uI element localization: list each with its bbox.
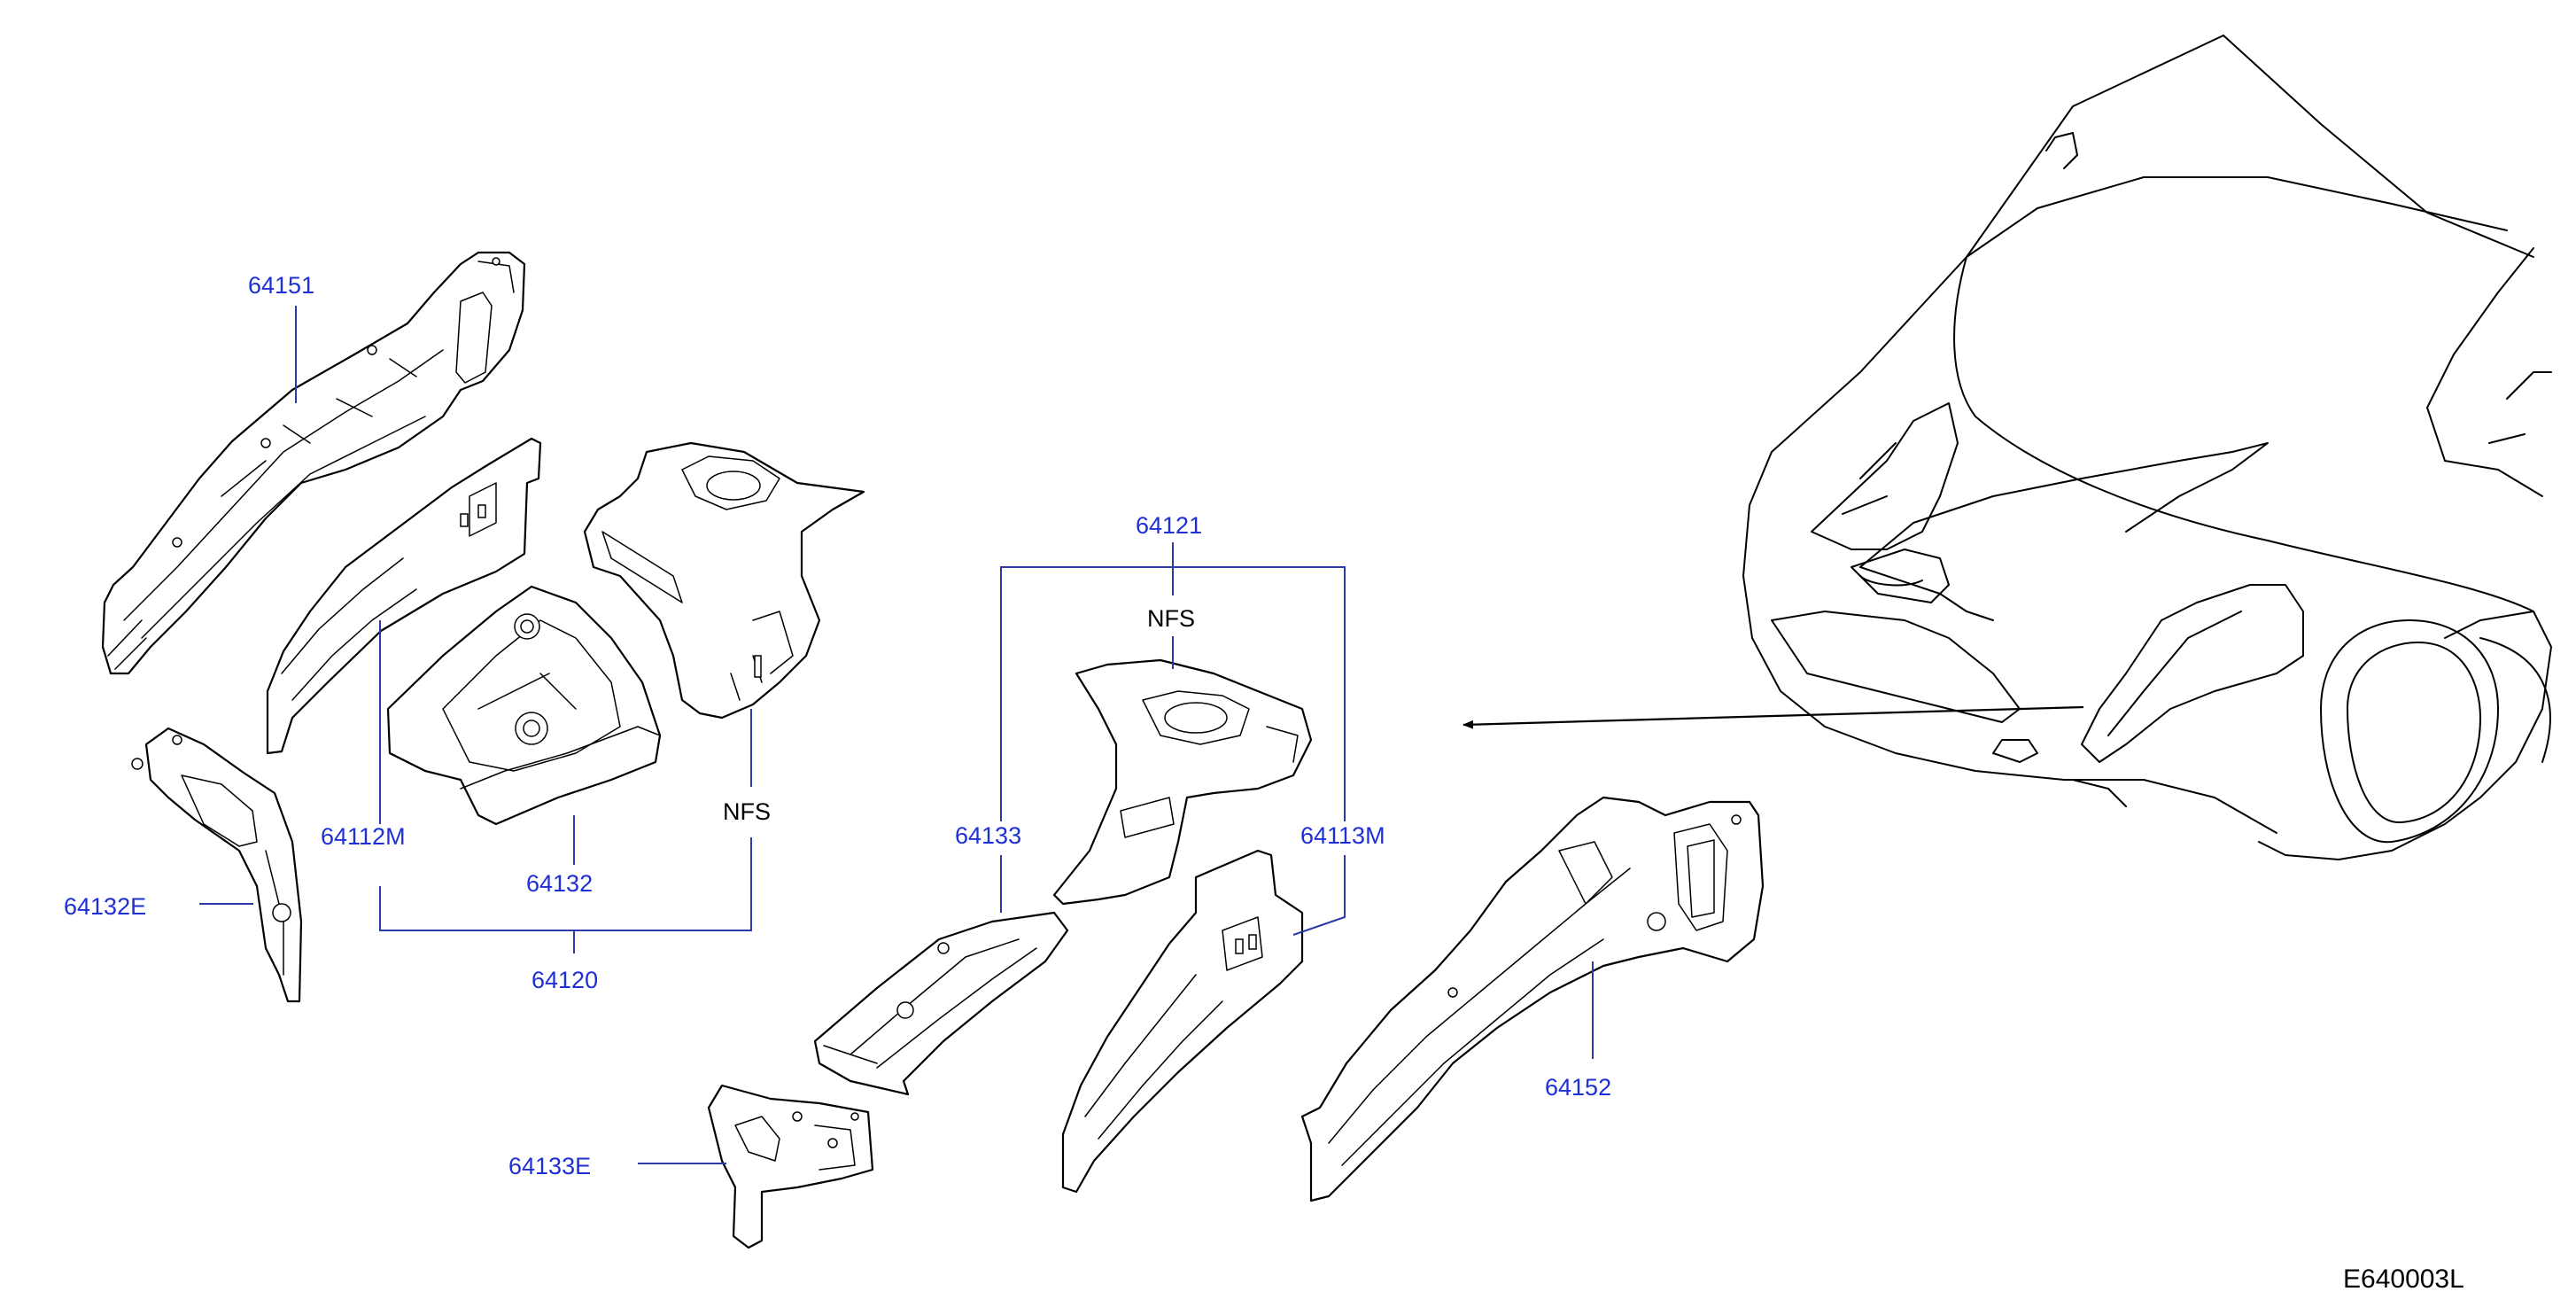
car-body-reference bbox=[1742, 35, 2552, 860]
label-64121[interactable]: 64121 bbox=[1136, 512, 1202, 539]
label-64132[interactable]: 64132 bbox=[526, 870, 593, 897]
label-64113M[interactable]: 64113M bbox=[1300, 822, 1385, 849]
part-64151-upper-rail[interactable] bbox=[101, 251, 526, 675]
leader-64121-bracket bbox=[1000, 542, 1346, 821]
leader-64120-bracket bbox=[379, 837, 752, 953]
part-64113M-side-panel[interactable] bbox=[1061, 849, 1304, 1194]
label-64133[interactable]: 64133 bbox=[955, 822, 1021, 849]
part-nfs-wheelhouse-right[interactable] bbox=[1052, 658, 1313, 906]
label-64152[interactable]: 64152 bbox=[1545, 1074, 1611, 1101]
part-64133E-bracket[interactable] bbox=[707, 1084, 874, 1249]
part-nfs-wheelhouse-left[interactable] bbox=[583, 441, 865, 720]
label-64133E[interactable]: 64133E bbox=[508, 1153, 591, 1179]
part-64112M-side-panel[interactable] bbox=[266, 437, 542, 755]
part-64132-strut-housing[interactable] bbox=[386, 585, 662, 826]
leader-lines bbox=[199, 306, 1594, 1164]
leader-64113M-lower bbox=[1292, 855, 1346, 936]
label-64132E[interactable]: 64132E bbox=[64, 893, 146, 920]
label-nfs-right: NFS bbox=[1147, 605, 1195, 632]
part-labels: 64151 64112M 64132E 64132 64120 NFS 6412… bbox=[64, 272, 1611, 1179]
reference-arrow bbox=[1463, 705, 2084, 729]
label-64112M[interactable]: 64112M bbox=[321, 823, 406, 850]
part-64132E-bracket[interactable] bbox=[131, 727, 303, 1003]
label-64151[interactable]: 64151 bbox=[248, 272, 314, 299]
part-64133-floor-bracket[interactable] bbox=[813, 911, 1069, 1096]
part-64152-right-rail[interactable] bbox=[1300, 796, 1765, 1202]
label-nfs-left: NFS bbox=[723, 798, 771, 825]
figure-code: E640003L bbox=[2343, 1264, 2464, 1294]
label-64120[interactable]: 64120 bbox=[531, 967, 598, 993]
